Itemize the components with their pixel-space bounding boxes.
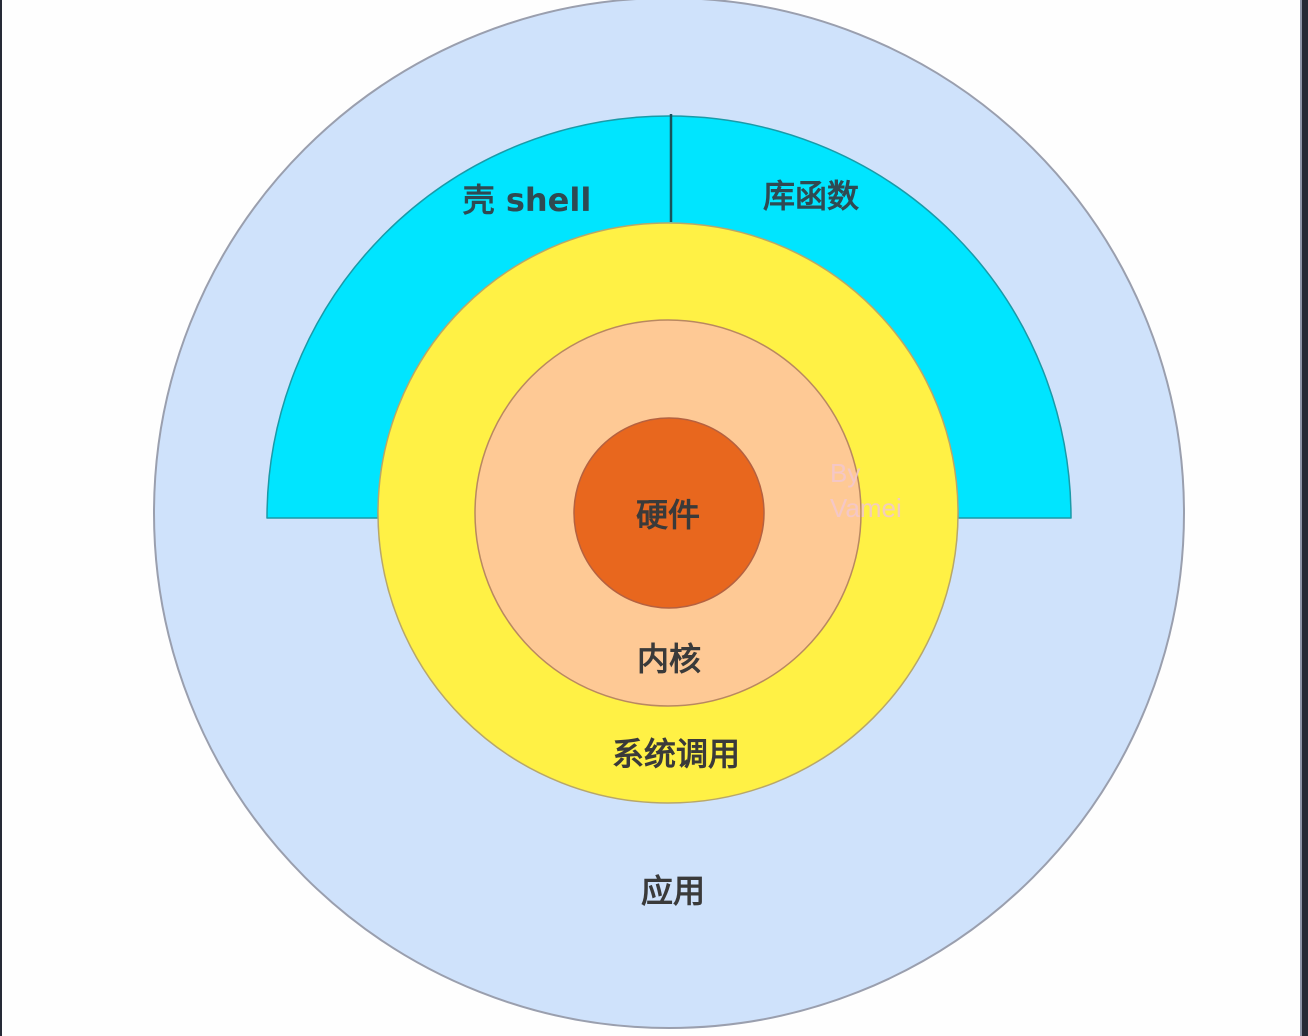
hardware-label: 硬件 — [636, 496, 700, 534]
kernel-label: 内核 — [637, 640, 701, 678]
applications-label: 应用 — [641, 872, 705, 910]
watermark-line1: By — [830, 458, 860, 488]
library-label: 库函数 — [763, 177, 860, 215]
shell-label: 壳 shell — [463, 181, 592, 219]
syscall-label: 系统调用 — [612, 735, 740, 773]
window-edge-right — [1300, 0, 1308, 1036]
window-edge-left — [0, 0, 2, 1036]
hardware-layer — [573, 417, 765, 609]
watermark-line2: Vamei — [830, 493, 902, 523]
